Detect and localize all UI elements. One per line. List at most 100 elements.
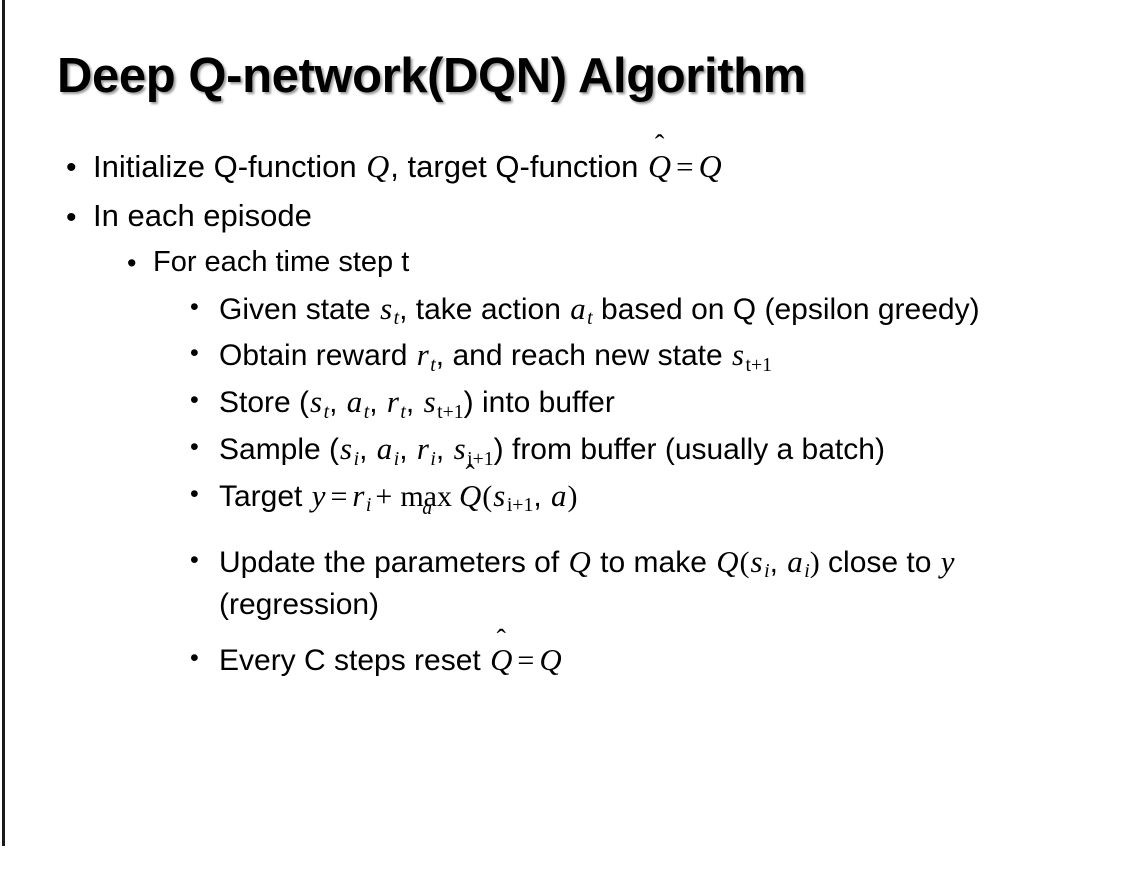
math-var-q-base: Q [458, 477, 482, 513]
math-sub-i: i [804, 560, 810, 583]
text-fragment: Store ( [219, 386, 310, 420]
math-var-q2: Q [698, 149, 722, 184]
math-var-s: s [340, 431, 353, 467]
math-sub-t: t [323, 400, 330, 423]
text-fragment: based on Q (epsilon greedy) [592, 292, 980, 326]
bullet-marker-icon: • [190, 433, 199, 462]
math-var-q-hat: Q̂ [647, 146, 672, 188]
text-fragment: Given state [219, 292, 380, 326]
list-item-text: Every C steps reset Q̂=Q [219, 639, 1099, 681]
text-fragment: ) from buffer (usually a batch) [493, 433, 885, 467]
list-item: • For each time step t [0, 244, 1124, 282]
bullet-marker-icon: • [127, 247, 137, 278]
bullet-marker-icon: • [190, 643, 199, 672]
math-var-s: s [750, 543, 763, 579]
math-paren-close: ) [567, 479, 578, 513]
math-var-q: Q [568, 543, 591, 579]
math-max-underset: a [422, 497, 433, 520]
bullet-marker-icon: • [66, 151, 77, 184]
math-sub-i: i [353, 447, 360, 470]
math-var-y: y [311, 477, 326, 513]
list-item: • Initialize Q-function Q, target Q-func… [0, 146, 1124, 188]
text-fragment: , take action [399, 292, 570, 326]
math-sub-t-plus-1: t+1 [745, 353, 773, 376]
list-item: • Given state st, take action at based o… [0, 288, 1124, 332]
left-edge-rule [2, 0, 5, 846]
math-var-s: s [493, 477, 506, 513]
text-fragment: Initialize Q-function [93, 149, 366, 184]
list-item: • Obtain reward rt, and reach new state … [0, 334, 1124, 378]
text-fragment: , and reach new state [435, 339, 731, 373]
math-var-q-hat: Q̂ [458, 475, 482, 517]
math-var-a: a [376, 431, 393, 467]
math-sub-t: t [400, 400, 406, 423]
math-sub-i-plus-1: i+1 [467, 447, 494, 470]
math-var-q2: Q [716, 543, 739, 579]
list-item-text: Update the parameters of Q to make Q(si,… [219, 541, 1099, 625]
math-sub-t: t [587, 307, 593, 330]
math-paren-close: ) [809, 545, 820, 579]
math-var-q: Q [366, 149, 390, 184]
bullet-marker-icon: • [190, 339, 199, 368]
math-var-q-base: Q [648, 149, 672, 184]
math-var-q-base: Q [490, 641, 513, 677]
bullet-list: • Initialize Q-function Q, target Q-func… [0, 146, 1124, 683]
text-fragment: , [769, 545, 787, 579]
text-fragment: , target Q-function [390, 149, 648, 184]
list-item-text: For each time step t [153, 245, 410, 278]
math-paren-open: ( [739, 545, 750, 579]
list-item: • In each episode [0, 196, 1124, 236]
text-fragment: Target [219, 479, 311, 513]
math-paren-open: ( [482, 479, 493, 513]
math-equals: = [517, 643, 535, 677]
list-item: • Every C steps reset Q̂=Q [0, 639, 1124, 681]
text-fragment: Every C steps reset [219, 643, 490, 677]
list-item: • Update the parameters of Q to make Q(s… [0, 541, 1124, 625]
math-sub-t: t [430, 353, 436, 376]
text-fragment: Obtain reward [219, 339, 416, 373]
math-var-s2: s [453, 431, 466, 467]
text-fragment: (regression) [219, 587, 380, 621]
list-item: • Store (st, at, rt, st+1) into buffer [0, 381, 1124, 425]
math-var-a: a [346, 384, 363, 420]
text-fragment: close to [819, 545, 940, 579]
math-sub-i-plus-1: i+1 [506, 494, 534, 517]
math-sub-i: i [393, 447, 400, 470]
text-fragment: , [359, 433, 376, 467]
text-fragment: , [435, 433, 453, 467]
math-var-s: s [310, 384, 323, 420]
math-sub-i: i [764, 560, 770, 583]
text-fragment: , [329, 386, 346, 420]
math-sub-t: t [393, 307, 400, 330]
list-item-text: Sample (si, ai, ri, si+1) from buffer (u… [219, 428, 1099, 472]
math-var-s: s [380, 290, 393, 326]
math-var-r: r [416, 337, 429, 373]
math-sub-t-plus-1: t+1 [437, 400, 464, 423]
list-item-text: In each episode [93, 197, 312, 233]
text-fragment: , [399, 433, 416, 467]
math-plus: + [375, 479, 393, 513]
math-var-a: a [787, 543, 803, 579]
math-sub-i: i [365, 494, 372, 517]
list-item-text: Initialize Q-function Q, target Q-functi… [93, 146, 1073, 188]
bullet-marker-icon: • [190, 545, 199, 574]
list-item-text: Given state st, take action at based on … [219, 288, 1099, 332]
bullet-marker-icon: • [190, 292, 199, 321]
list-item-text: Store (st, at, rt, st+1) into buffer [219, 381, 1099, 425]
list-item: • Sample (si, ai, ri, si+1) from buffer … [0, 428, 1124, 472]
math-var-r: r [386, 384, 399, 420]
bullet-marker-icon: • [66, 200, 77, 234]
math-var-y: y [940, 543, 955, 579]
math-var-a: a [570, 290, 586, 326]
text-fragment: , [533, 479, 551, 513]
text-fragment: Update the parameters of [219, 545, 568, 579]
text-fragment: Sample ( [219, 433, 340, 467]
math-var-s: s [731, 337, 745, 373]
page-title: Deep Q-network(DQN) Algorithm [57, 49, 806, 103]
bullet-marker-icon: • [190, 386, 199, 415]
math-var-q-hat: Q̂ [489, 639, 513, 681]
text-fragment: ) into buffer [463, 386, 615, 420]
